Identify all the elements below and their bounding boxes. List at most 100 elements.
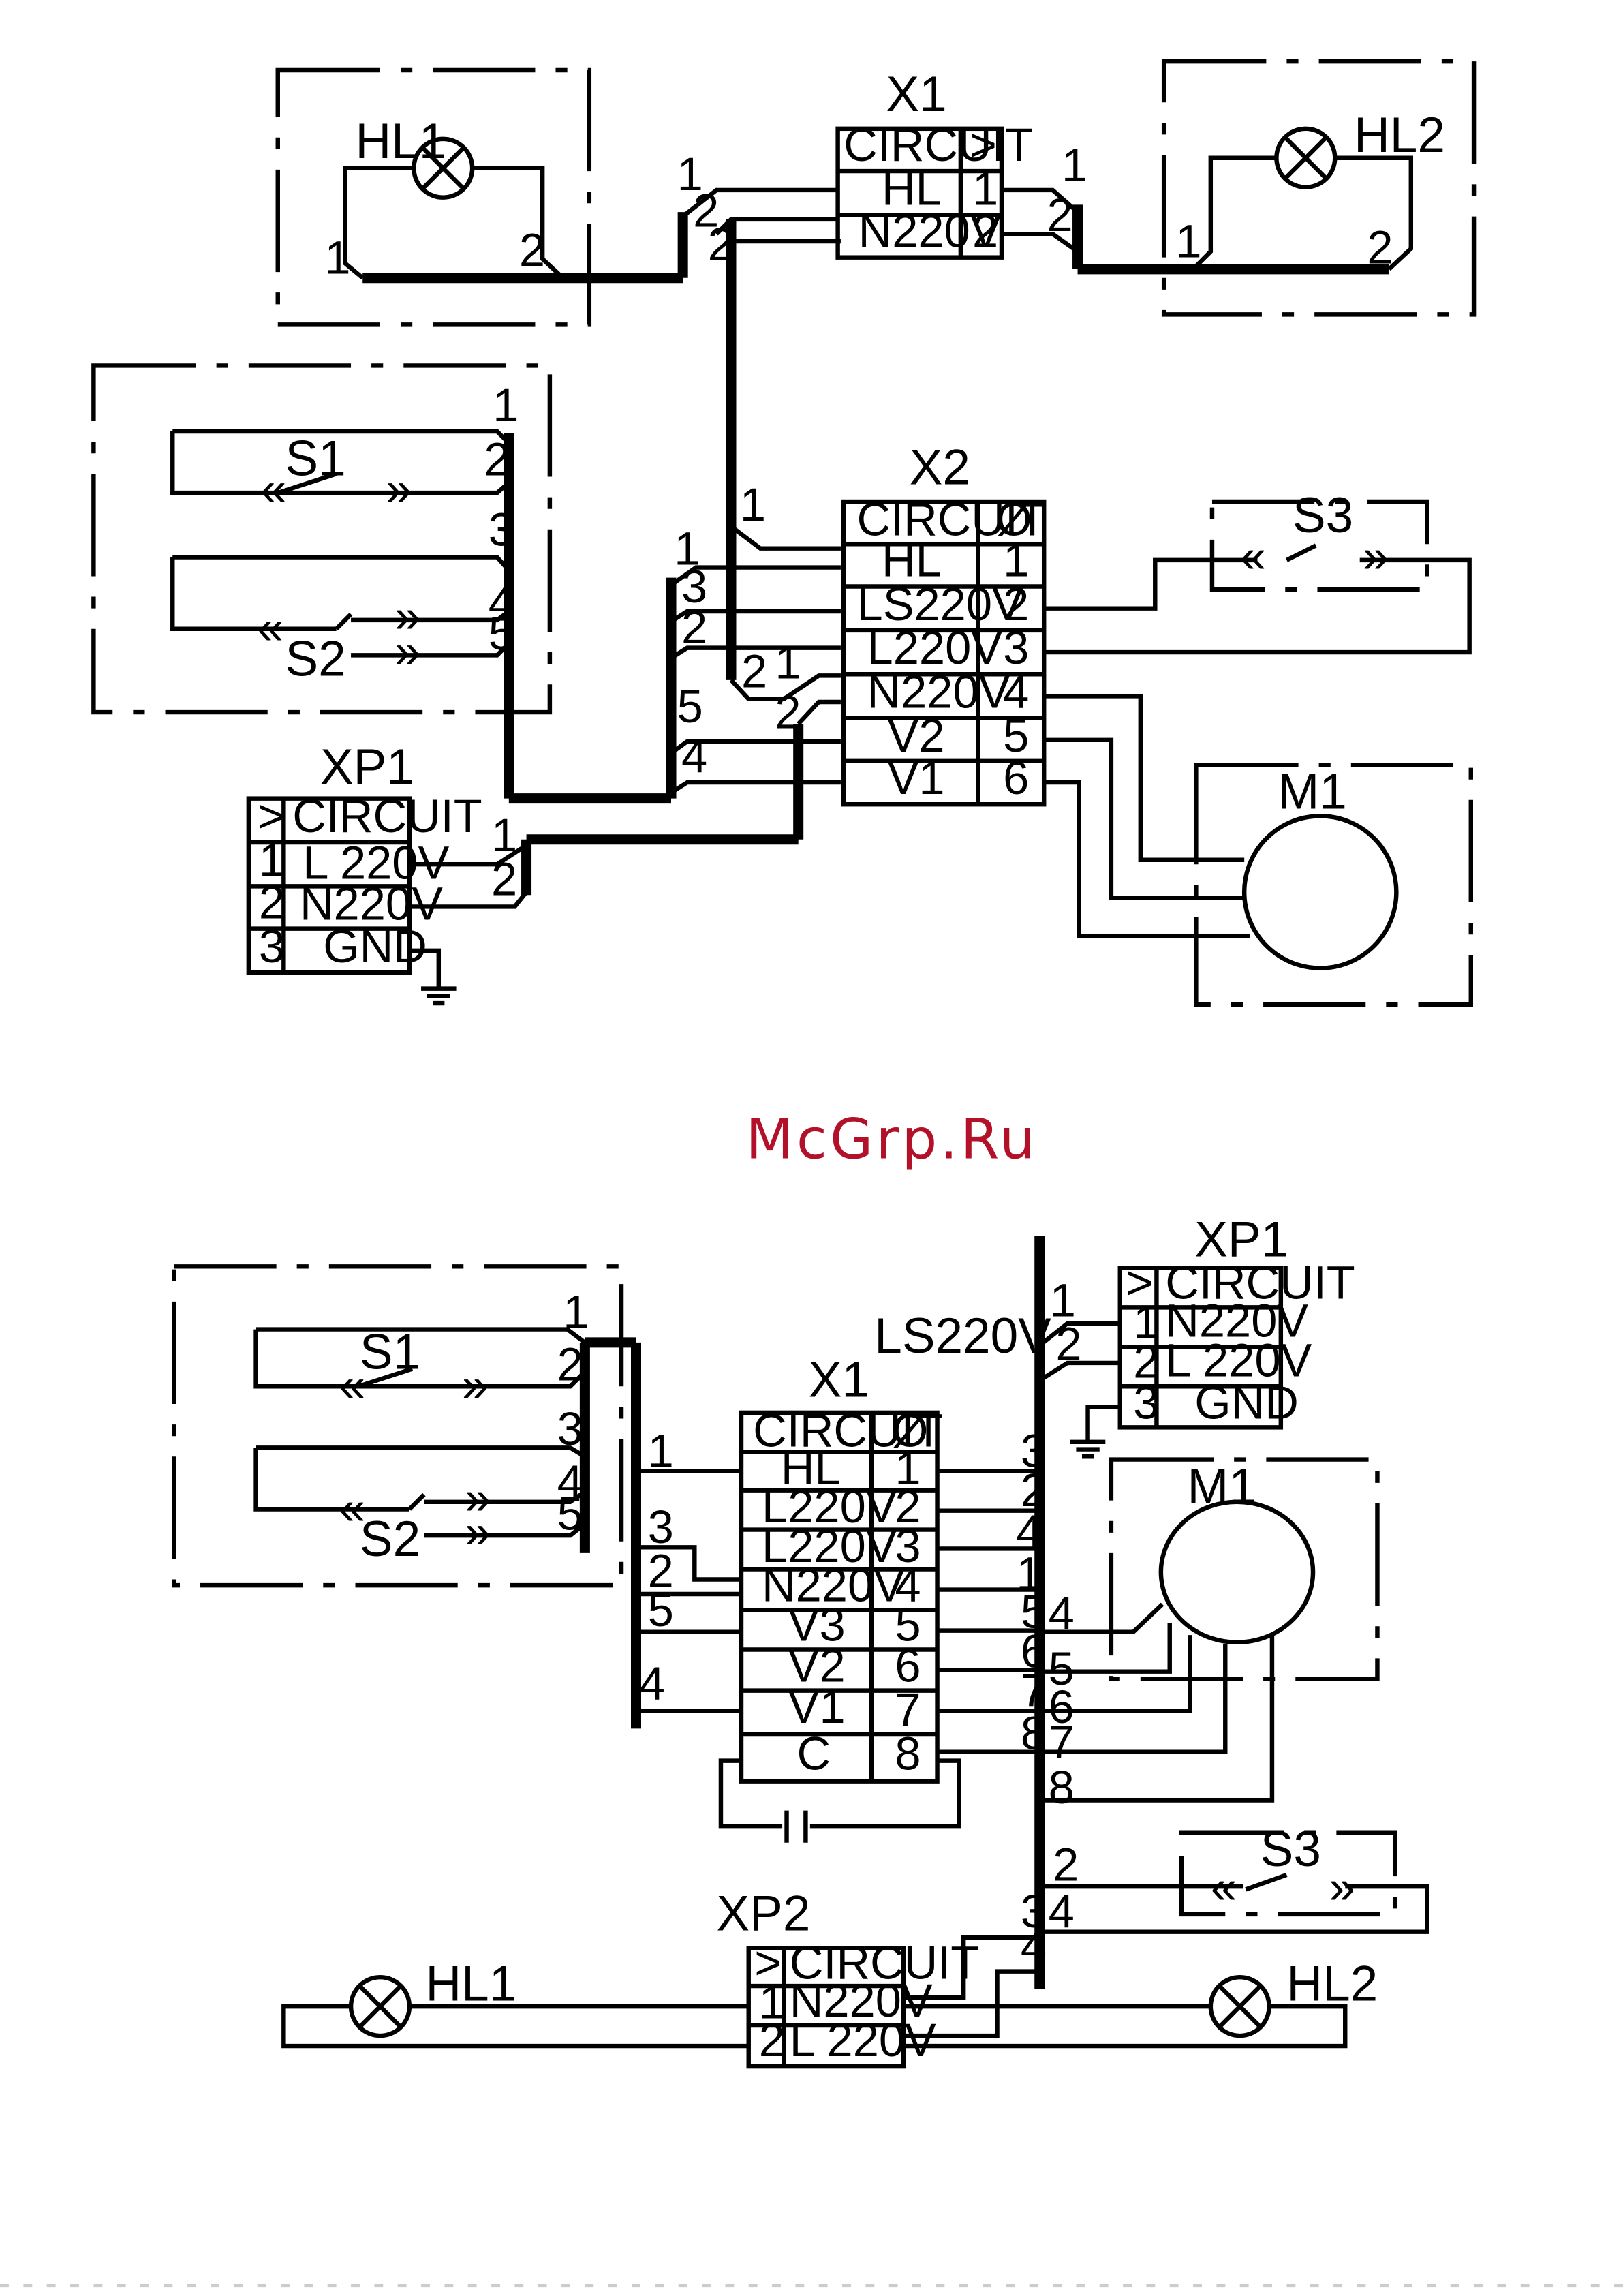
bottom-hl1-lamp-icon (348, 1974, 412, 2038)
svg-text:2: 2 (741, 645, 767, 698)
top-x1-header-pin: > (970, 119, 997, 171)
bottom-xp1-row-pin: 1 (1133, 1296, 1159, 1348)
svg-text:«: « (339, 1482, 365, 1534)
svg-text:1: 1 (775, 637, 801, 689)
bottom-xp2-title: XP2 (717, 1886, 811, 1942)
top-s3-switch-icon: « » (1240, 530, 1389, 582)
top-xp1-row-pin: 2 (259, 876, 285, 929)
bottom-x1-row-pin: 7 (895, 1683, 921, 1736)
top-x2-row-circuit: HL (882, 534, 942, 586)
bottom-s1-switch-icon: « » (339, 1359, 488, 1411)
svg-text:5: 5 (1049, 1642, 1075, 1695)
top-s2-switch-icon: « » » (258, 590, 421, 677)
bottom-x1-row-circuit: L220V (762, 1520, 897, 1572)
svg-text:»: » (465, 1505, 491, 1557)
svg-text:5: 5 (648, 1584, 674, 1636)
bottom-s1-s2-frame (172, 1264, 624, 1588)
bottom-s2-label: S2 (360, 1512, 420, 1567)
bottom-x1-row-circuit: N220V (762, 1559, 905, 1612)
svg-text:1: 1 (648, 1424, 674, 1477)
svg-text:»: » (465, 1471, 491, 1524)
top-x2-row-circuit: N220V (867, 666, 1010, 718)
top-s3-frame (1209, 499, 1429, 592)
bottom-x1-row-circuit: V2 (788, 1640, 846, 1692)
svg-text:4: 4 (1049, 1587, 1075, 1639)
top-x2-title: X2 (910, 440, 970, 495)
svg-text:»: » (1363, 530, 1389, 582)
bottom-xp1-row-circuit: GND (1194, 1376, 1299, 1428)
bottom-xp2-connector: XP2 > CIRCUIT 1 N220V 2 L 220V (717, 1886, 979, 2069)
bottom-m1-motor-icon (1158, 1499, 1316, 1645)
bottom-xp2-row-circuit: L 220V (790, 2014, 936, 2066)
bottom-x1-row-pin: 6 (895, 1640, 921, 1692)
top-hl2-label: HL2 (1354, 108, 1445, 163)
bottom-scheme: 1 2 3 4 5 « » S1 « » » S2 1 3 2 5 4 (172, 1212, 1429, 2069)
bottom-xp2-row-circuit: N220V (790, 1974, 933, 2027)
top-m1-motor-icon (1241, 814, 1399, 970)
svg-text:1: 1 (677, 148, 703, 200)
svg-text:4: 4 (1016, 1505, 1042, 1557)
top-x2-row-circuit: V1 (888, 752, 945, 804)
top-x2-row-pin: 3 (1003, 622, 1029, 674)
top-x1-connector: X1 CIRCUIT > HL 1 N220V 2 (835, 67, 1034, 260)
top-x2-row-pin: 5 (1003, 709, 1029, 762)
svg-text:4: 4 (681, 730, 707, 782)
bottom-xp1-row-pin: 3 (1133, 1376, 1159, 1428)
top-xp1-row-circuit: GND (323, 920, 427, 973)
bottom-x1-header-pin: Ø (892, 1404, 928, 1456)
top-s1-s2-frame (91, 363, 553, 715)
top-x1-row-pin: 2 (972, 205, 998, 258)
top-x1-title: X1 (886, 67, 946, 122)
svg-text:8: 8 (1049, 1761, 1075, 1813)
top-ground-icon (421, 986, 457, 1006)
bottom-x1-row-pin: 4 (895, 1559, 921, 1612)
svg-text:7: 7 (1049, 1715, 1075, 1768)
svg-text:2: 2 (648, 1544, 674, 1597)
watermark-text: McGrp.Ru (745, 1107, 1038, 1172)
svg-text:6: 6 (1049, 1681, 1075, 1733)
bottom-x1-row-circuit: V1 (788, 1681, 846, 1733)
svg-text:3: 3 (648, 1501, 674, 1553)
top-xp1-row-pin: 3 (259, 920, 285, 973)
top-x2-connector: X2 CIRCUIT Ø HL 1 LS220V 2 L220V 3 N220V… (841, 440, 1047, 807)
bottom-xp1-row-circuit: N220V (1165, 1294, 1308, 1347)
top-x2-header-pin: Ø (995, 493, 1032, 545)
bottom-bus-label: LS220V (874, 1308, 1051, 1364)
svg-text:2: 2 (1021, 1464, 1047, 1516)
top-x2-header-circuit: CIRCUIT (857, 493, 1047, 545)
svg-text:«: « (1240, 530, 1266, 582)
top-s1-switch-icon: « » (260, 462, 412, 515)
bottom-xp2-row-pin: 2 (759, 2014, 785, 2066)
top-m1-frame (1194, 763, 1474, 1007)
bottom-capacitor-icon (784, 1810, 808, 1843)
top-x2-row-pin: 4 (1003, 666, 1029, 718)
bottom-xp1-header-circuit: CIRCUIT (1165, 1257, 1355, 1309)
svg-text:3: 3 (1021, 1424, 1047, 1477)
bottom-s1-label: S1 (360, 1325, 420, 1380)
svg-text:2: 2 (557, 1338, 583, 1391)
top-x2-row-pin: 1 (1003, 534, 1029, 586)
bottom-ground-icon (1070, 1439, 1106, 1459)
bottom-hl2-lamp-icon (1208, 1974, 1271, 2038)
bottom-x1-row-pin: 8 (895, 1727, 921, 1779)
top-x1-row-circuit: N220V (859, 205, 1002, 258)
bottom-xp1-header-pin: > (1126, 1257, 1153, 1309)
svg-text:2: 2 (1053, 1839, 1079, 1891)
bottom-xp2-header-pin: > (754, 1936, 782, 1989)
svg-text:»: » (395, 590, 420, 642)
top-x2-row-circuit: L220V (867, 622, 1003, 674)
svg-text:1: 1 (1016, 1548, 1042, 1600)
top-xp1-row-circuit: N220V (300, 878, 443, 930)
svg-text:1: 1 (491, 809, 517, 861)
top-s2-label: S2 (285, 631, 345, 686)
svg-text:»: » (386, 462, 412, 515)
bottom-xp1-row-circuit: L 220V (1165, 1334, 1312, 1386)
bottom-xp2-header-circuit: CIRCUIT (790, 1936, 979, 1989)
top-scheme: HL 1 1 2 1 2 2 X1 CIRCUIT > HL 1 N220V 2 (91, 59, 1477, 1007)
svg-text:4: 4 (1021, 1920, 1047, 1973)
svg-text:«: « (260, 462, 286, 515)
top-hl2-lamp-icon (1274, 126, 1338, 189)
bottom-x1-connector: X1 LS220V CIRCUIT Ø HL 1 L220V 2 L220V 3… (739, 1308, 1051, 1784)
bottom-x1-row-circuit: V3 (788, 1599, 846, 1651)
